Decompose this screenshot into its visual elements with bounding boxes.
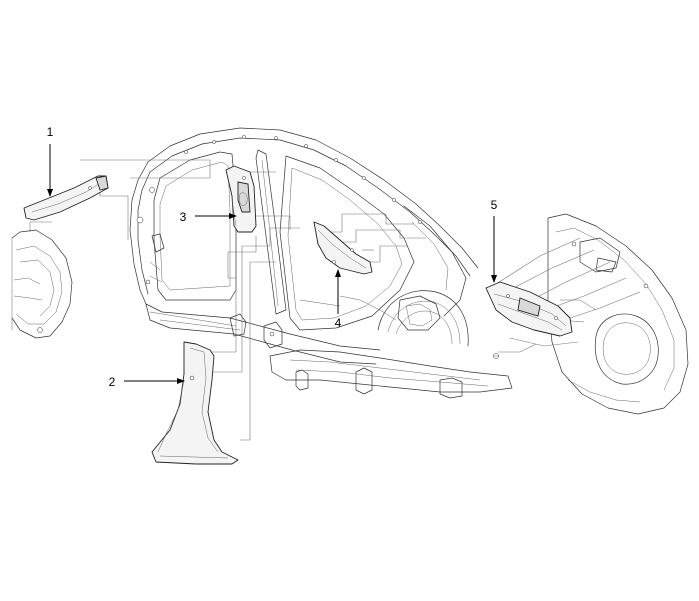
part-1-front-pillar-upper-trim — [23, 175, 109, 221]
callout-4: 4 — [335, 269, 342, 330]
callout-3: 3 — [180, 210, 237, 224]
left-panel-fragment — [11, 229, 73, 339]
part-3-center-pillar-upper-trim — [225, 165, 257, 233]
callout-5: 5 — [491, 198, 498, 283]
car-body-side-frame — [129, 127, 513, 399]
rear-inner-panel — [547, 213, 689, 415]
part-5-rear-panel-trim — [485, 281, 573, 359]
callout-label-2: 2 — [109, 375, 116, 389]
part-2-center-pillar-lower-trim — [151, 341, 239, 465]
leader-lines — [29, 159, 641, 441]
callout-1: 1 — [47, 125, 54, 197]
callout-2: 2 — [109, 375, 185, 389]
callout-label-5: 5 — [491, 198, 498, 212]
callout-label-3: 3 — [180, 210, 187, 224]
part-4-quarter-trim — [313, 221, 373, 275]
callout-label-4: 4 — [335, 316, 342, 330]
callout-label-1: 1 — [47, 125, 54, 139]
